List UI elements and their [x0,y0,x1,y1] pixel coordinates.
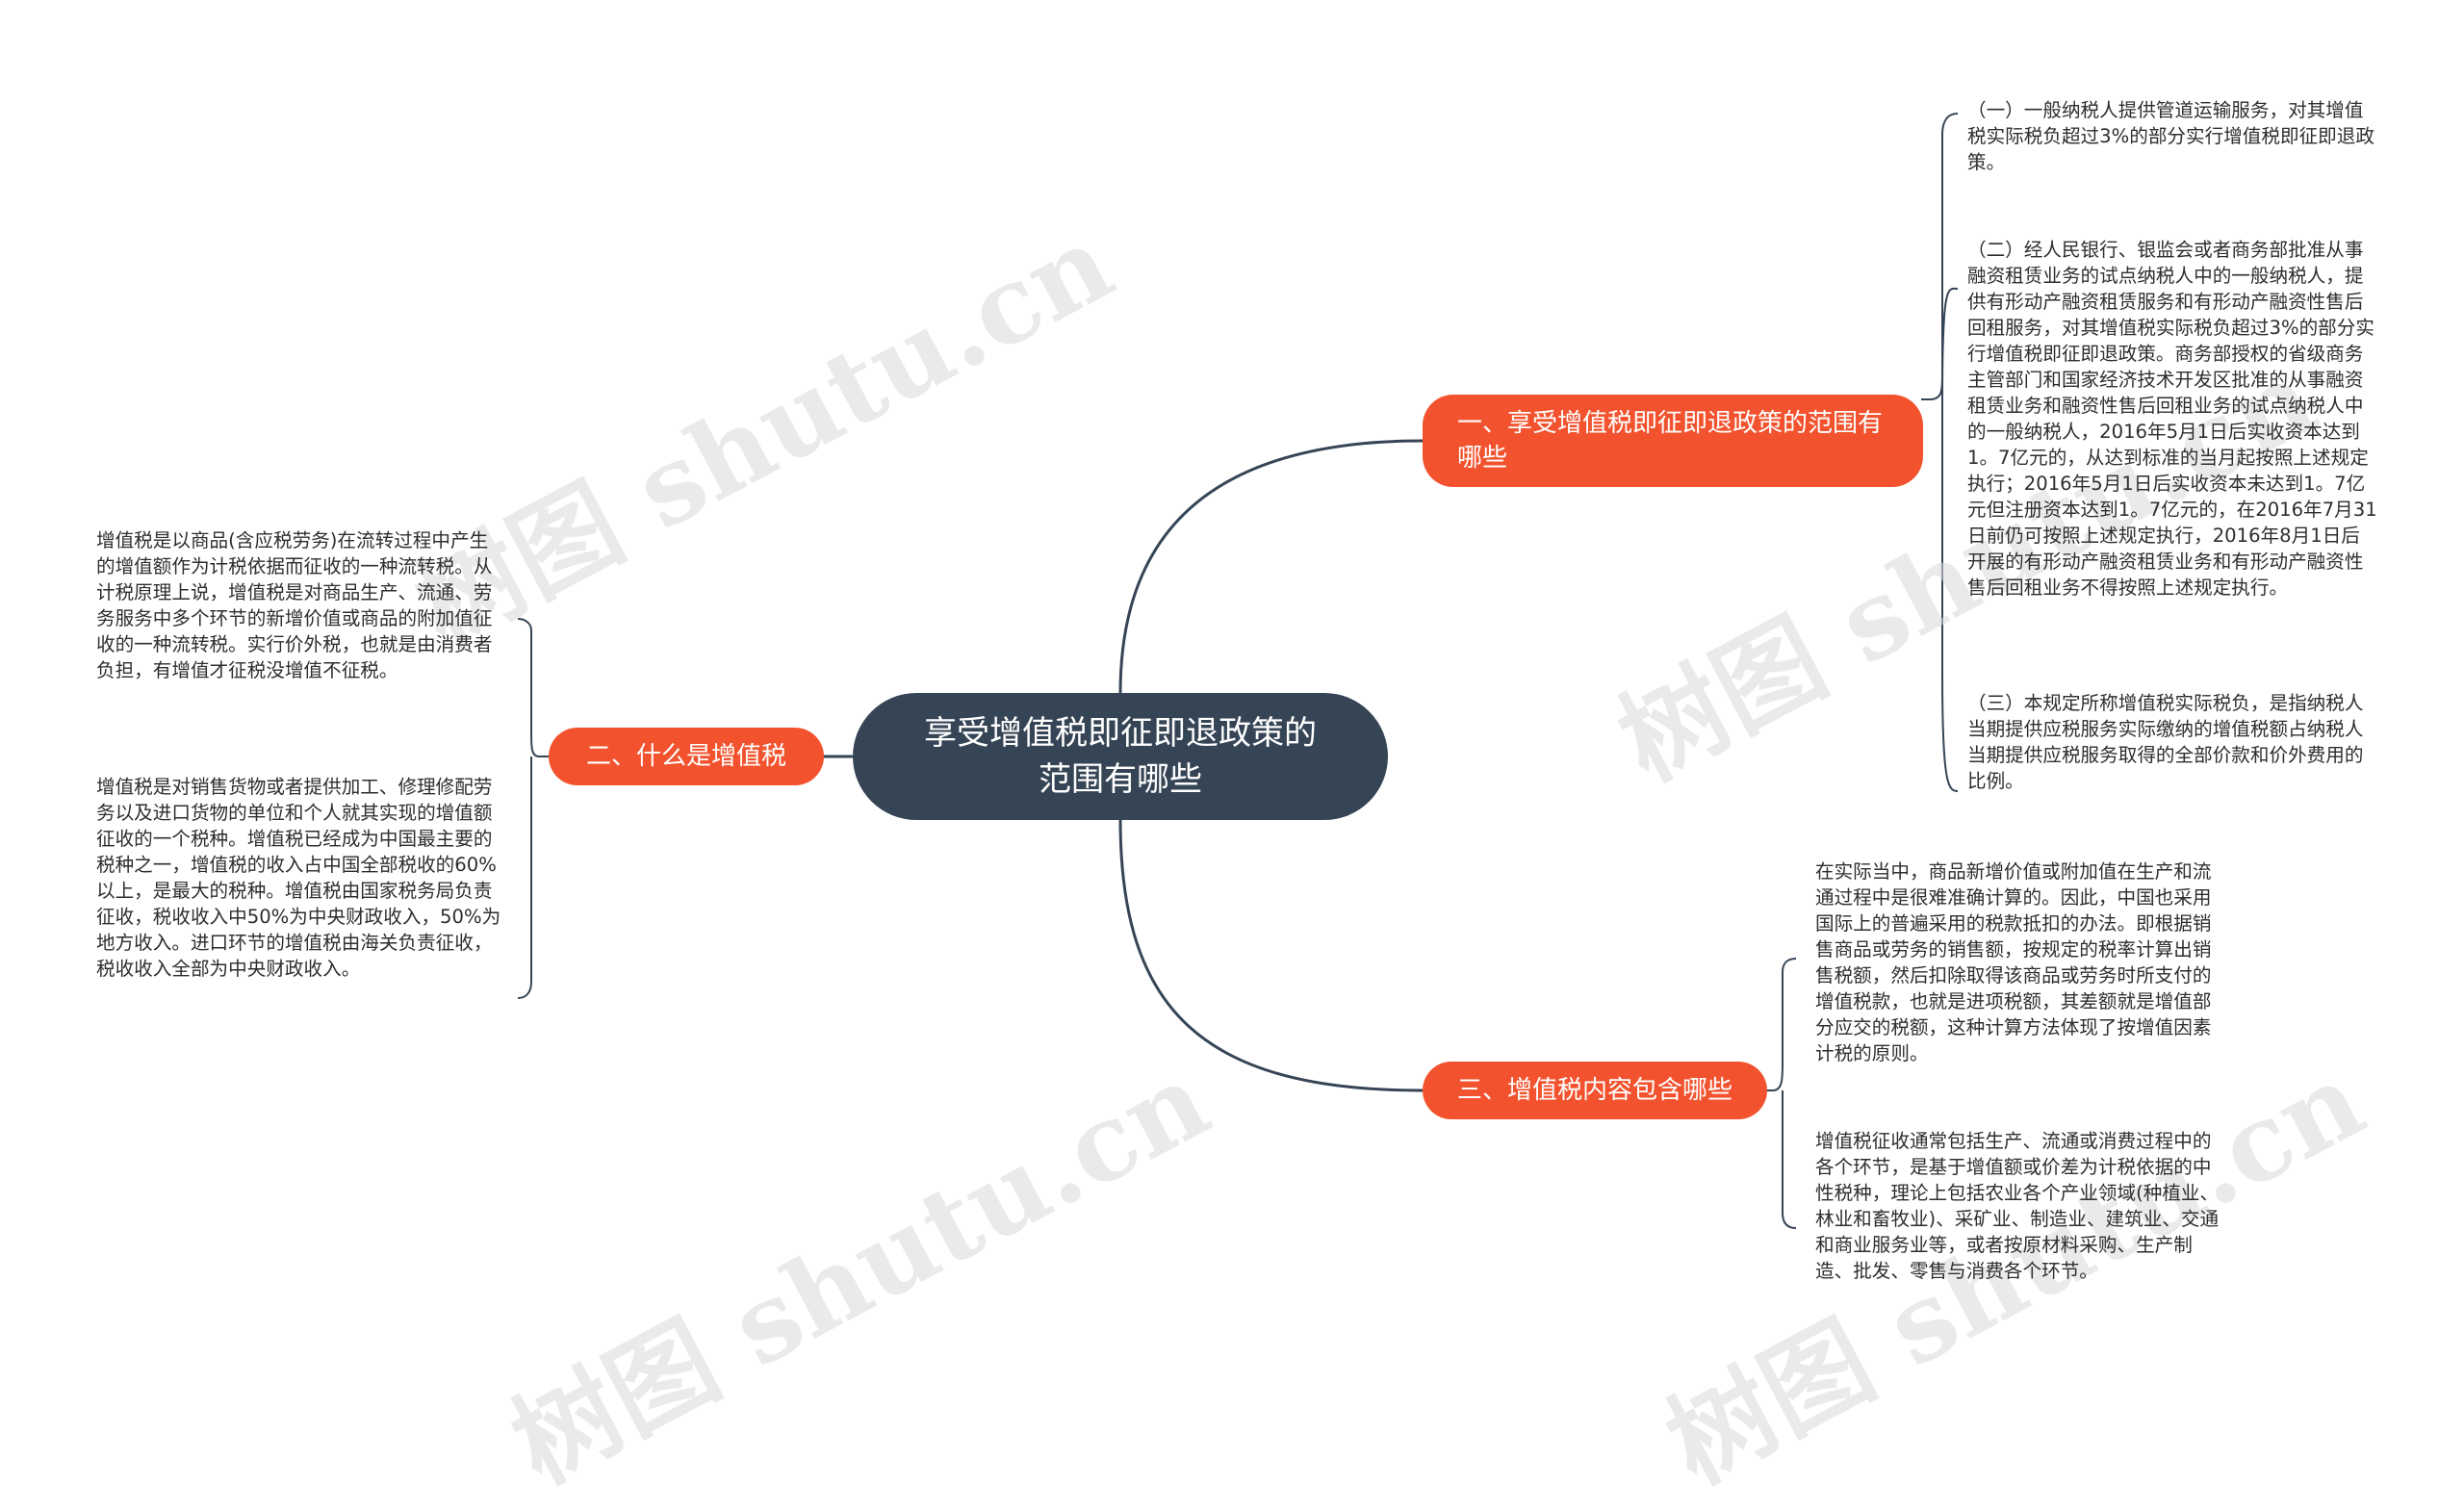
branch-node-2[interactable]: 二、什么是增值税 [549,728,824,785]
connector-lines [517,113,1959,1229]
branch-node-1[interactable]: 一、享受增值税即征即退政策的范围有哪些 [1423,395,1923,487]
bracket-branch-2 [517,618,549,999]
leaf-text: （二）经人民银行、银监会或者商务部批准从事融资租赁业务的试点纳税人中的一般纳税人… [1967,239,2377,599]
leaf-text: （一）一般纳税人提供管道运输服务，对其增值税实际税负超过3%的部分实行增值税即征… [1967,99,2374,173]
leaf-text: 增值税是对销售货物或者提供加工、修理修配劳务以及进口货物的单位和个人就其实现的增… [96,776,501,980]
branch-node-3[interactable]: 三、增值税内容包含哪些 [1423,1062,1767,1119]
leaf-text: 增值税征收通常包括生产、流通或消费过程中的各个环节，是基于增值额或价差为计税依据… [1815,1130,2220,1282]
connector-root-branch-3 [1118,819,1424,1092]
bracket-branch-3 [1765,958,1797,1229]
leaf-text: （三）本规定所称增值税实际税负，是指纳税人当期提供应税服务实际缴纳的增值税额占纳… [1967,692,2364,792]
leaf-text: 增值税是以商品(含应税劳务)在流转过程中产生的增值额作为计税依据而征收的一种流转… [96,529,493,681]
root-label: 享受增值税即征即退政策的范围有哪些 [924,714,1317,799]
root-node[interactable]: 享受增值税即征即退政策的范围有哪些 [853,693,1388,820]
branch-label: 一、享受增值税即征即退政策的范围有哪些 [1457,409,1884,473]
branch-label: 三、增值税内容包含哪些 [1456,1076,1732,1105]
connector-root-branch-1 [1118,439,1424,694]
leaf-text: 在实际当中，商品新增价值或附加值在生产和流通过程中是很难准确计算的。因此，中国也… [1815,860,2212,1064]
bracket-branch-1 [1921,113,1959,792]
branch-label: 二、什么是增值税 [585,742,786,771]
